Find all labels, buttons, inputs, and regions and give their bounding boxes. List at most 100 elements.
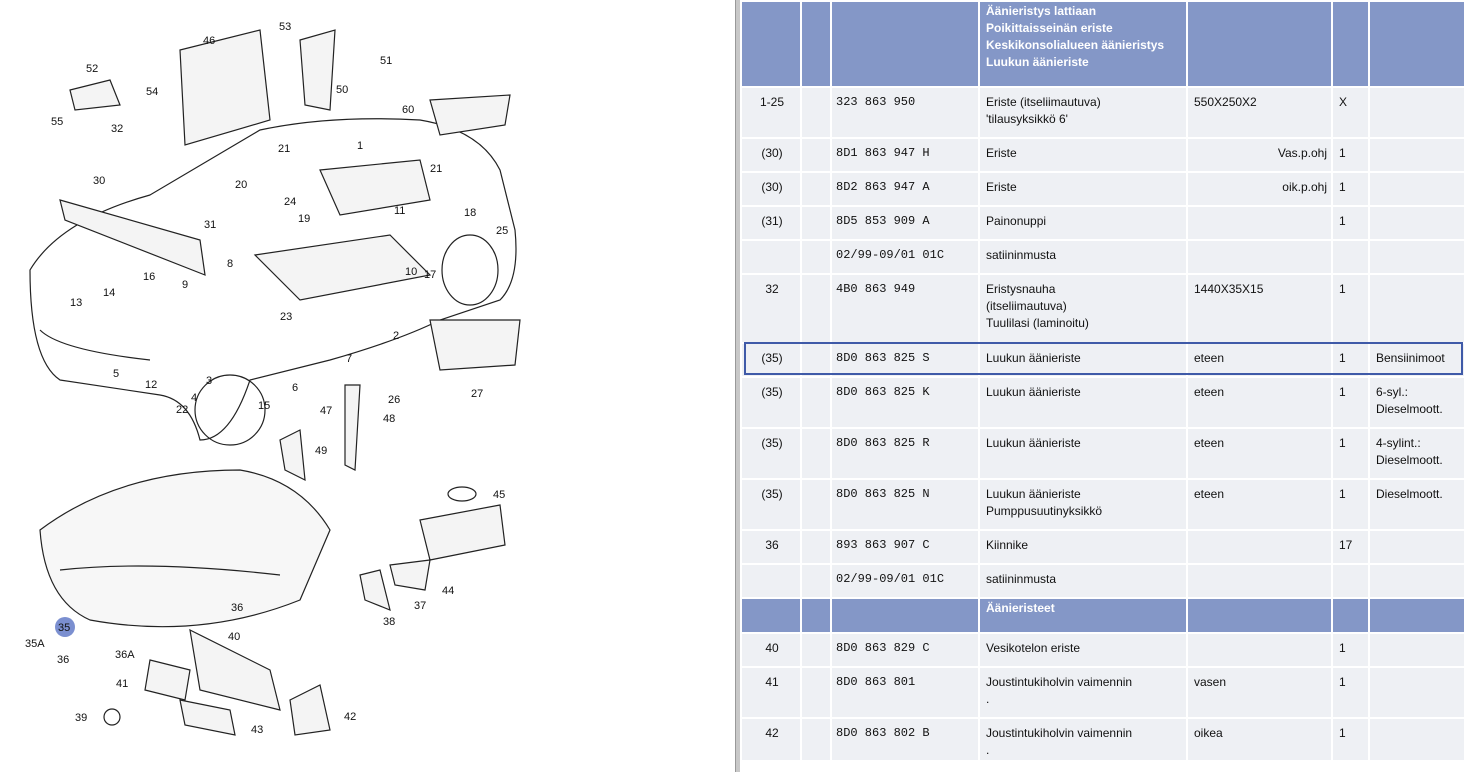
callout-48[interactable]: 48	[383, 413, 395, 425]
callout-11[interactable]: 11	[394, 205, 405, 217]
callout-highlighted[interactable]: 35	[58, 622, 70, 634]
callout-40[interactable]: 40	[228, 631, 240, 643]
callout-45[interactable]: 45	[493, 489, 505, 501]
callout-36[interactable]: 36	[57, 654, 69, 666]
part-number-cell: 8D5 853 909 A	[830, 205, 980, 241]
qty-cell: 1	[1331, 342, 1370, 378]
callout-55[interactable]: 55	[51, 116, 63, 128]
callout-5[interactable]: 5	[113, 368, 119, 380]
callout-6[interactable]: 6	[292, 382, 298, 394]
desc-line: Eriste (itseliimautuva)	[986, 95, 1101, 109]
callout-35A[interactable]: 35A	[25, 638, 45, 650]
callout-36[interactable]: 36	[231, 602, 243, 614]
model-cell	[1368, 632, 1464, 668]
callout-7[interactable]: 7	[346, 353, 352, 365]
callout-24[interactable]: 24	[284, 196, 296, 208]
callout-2[interactable]: 2	[393, 330, 399, 342]
callout-4[interactable]: 4	[191, 392, 197, 404]
callout-51[interactable]: 51	[380, 55, 392, 67]
model-cell	[1368, 597, 1464, 634]
callout-52[interactable]: 52	[86, 63, 98, 75]
position-cell: (35)	[740, 342, 802, 378]
callout-49[interactable]: 49	[315, 445, 327, 457]
model-line: 4-sylint.:	[1376, 436, 1421, 450]
callout-14[interactable]: 14	[103, 287, 115, 299]
callout-50[interactable]: 50	[336, 84, 348, 96]
callout-46[interactable]: 46	[203, 35, 215, 47]
callout-25[interactable]: 25	[496, 225, 508, 237]
callout-16[interactable]: 16	[143, 271, 155, 283]
callout-21[interactable]: 21	[278, 143, 290, 155]
pane-splitter[interactable]	[735, 0, 740, 772]
callout-30[interactable]: 30	[93, 175, 105, 187]
callout-38[interactable]: 38	[383, 616, 395, 628]
callout-18[interactable]: 18	[464, 207, 476, 219]
blank-cell	[800, 597, 832, 634]
remark-cell	[1186, 597, 1333, 634]
callout-41[interactable]: 41	[116, 678, 128, 690]
callout-20[interactable]: 20	[235, 179, 247, 191]
callout-27[interactable]: 27	[471, 388, 483, 400]
model-line: Dieselmoott.	[1376, 453, 1443, 467]
position-cell: 36	[740, 529, 802, 565]
callout-8[interactable]: 8	[227, 258, 233, 270]
callout-32[interactable]: 32	[111, 123, 123, 135]
callout-9[interactable]: 9	[182, 279, 188, 291]
callout-31[interactable]: 31	[204, 219, 216, 231]
callout-12[interactable]: 12	[145, 379, 157, 391]
callout-17[interactable]: 17	[424, 269, 436, 281]
highlight-callout-marker[interactable]	[55, 617, 75, 637]
callout-39[interactable]: 39	[75, 712, 87, 724]
callout-23[interactable]: 23	[280, 311, 292, 323]
qty-cell	[1331, 239, 1370, 275]
callout-3[interactable]: 3	[206, 375, 212, 387]
callout-10[interactable]: 10	[405, 266, 417, 278]
callout-42[interactable]: 42	[344, 711, 356, 723]
callout-44[interactable]: 44	[442, 585, 454, 597]
callout-22[interactable]: 22	[176, 404, 188, 416]
callout-54[interactable]: 54	[146, 86, 158, 98]
remark-cell: Vas.p.ohj	[1186, 137, 1333, 173]
callout-53[interactable]: 53	[279, 21, 291, 33]
callout-21[interactable]: 21	[430, 163, 442, 175]
callout-13[interactable]: 13	[70, 297, 82, 309]
desc-line: Luukun äänieriste	[986, 55, 1089, 69]
callout-19[interactable]: 19	[298, 213, 310, 225]
model-cell	[1368, 137, 1464, 173]
model-cell	[1368, 205, 1464, 241]
part-number-cell: 4B0 863 949	[830, 273, 980, 344]
model-line: 6-syl.:	[1376, 385, 1409, 399]
model-cell	[1368, 239, 1464, 275]
callout-37[interactable]: 37	[414, 600, 426, 612]
description-cell: Kiinnike	[978, 529, 1188, 565]
callout-36A[interactable]: 36A	[115, 649, 135, 661]
callout-1[interactable]: 1	[357, 140, 363, 152]
callout-15[interactable]: 15	[258, 400, 270, 412]
callout-26[interactable]: 26	[388, 394, 400, 406]
position-cell: (30)	[740, 137, 802, 173]
callout-47[interactable]: 47	[320, 405, 332, 417]
blank-cell	[800, 717, 832, 760]
desc-line: Pumppusuutinyksikkö	[986, 504, 1103, 518]
group-header-row[interactable]: Äänieristeet	[740, 597, 1464, 634]
callout-60[interactable]: 60	[402, 104, 414, 116]
desc-line: Eristysnauha	[986, 282, 1056, 296]
callout-43[interactable]: 43	[251, 724, 263, 736]
